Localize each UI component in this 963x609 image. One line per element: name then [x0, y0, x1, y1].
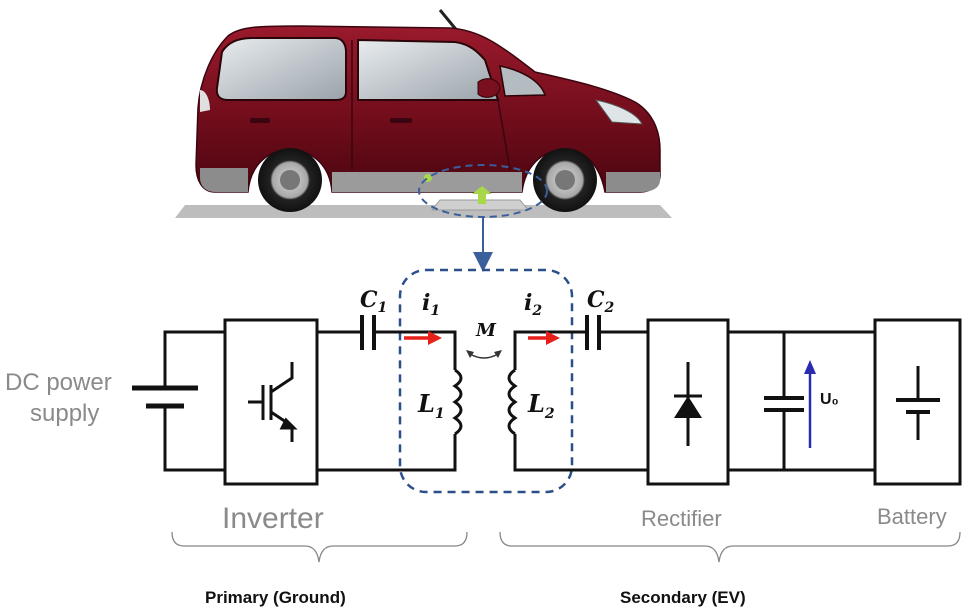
battery-label: Battery — [877, 504, 947, 529]
inductor-l1 — [452, 368, 463, 436]
c2-label: C2 — [587, 287, 615, 316]
capacitor-c2 — [585, 315, 601, 350]
mutual-coupling-arrow — [469, 353, 499, 359]
l1-label: L1 — [417, 389, 445, 422]
dc-source — [132, 330, 225, 472]
mutual-inductance-label: M — [475, 320, 497, 341]
igbt-icon — [248, 362, 298, 442]
inverter-label: Inverter — [222, 502, 324, 535]
c1-label: C1 — [360, 287, 387, 316]
power-transfer-arrow — [472, 186, 492, 204]
inductor-l2 — [507, 368, 518, 436]
primary-ground-label: Primary (Ground) — [205, 588, 346, 607]
road-shadow — [175, 205, 672, 218]
diode-icon — [674, 362, 702, 446]
i1-label: i1 — [422, 290, 440, 319]
i2-label: i2 — [524, 290, 542, 319]
car-illustration — [175, 9, 672, 218]
l2-label: L2 — [527, 389, 555, 422]
dc-supply-label-line2: supply — [30, 400, 99, 427]
primary-brace — [171, 531, 468, 563]
u0-label: U₀ — [820, 391, 839, 408]
dc-supply-label-line1: DC power — [5, 369, 112, 396]
battery-icon — [896, 366, 940, 440]
rectifier-label: Rectifier — [641, 506, 722, 531]
secondary-brace — [499, 531, 961, 563]
capacitor-c1 — [360, 315, 376, 350]
coupler-dashed-box — [398, 268, 574, 494]
secondary-ev-label: Secondary (EV) — [620, 588, 746, 607]
